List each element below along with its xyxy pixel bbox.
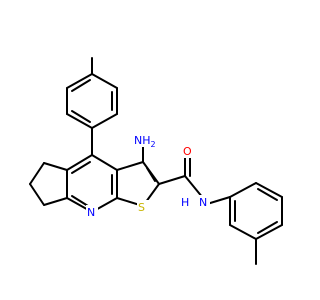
- bond: [116, 161, 144, 171]
- bond: [29, 162, 45, 185]
- bond: [71, 110, 91, 123]
- bond: [184, 175, 204, 199]
- bond: [91, 73, 118, 89]
- bond: [71, 195, 89, 207]
- bond: [257, 188, 278, 201]
- bond: [158, 175, 186, 185]
- bond: [91, 113, 118, 129]
- molecule-structure: NH2 O N H N S: [29, 57, 283, 265]
- bond: [229, 224, 257, 240]
- pyridine-nitrogen-label: N: [87, 206, 95, 219]
- bond: [229, 182, 257, 198]
- bond: [206, 196, 231, 205]
- bond: [71, 79, 91, 92]
- bond: [66, 73, 93, 89]
- bond: [91, 154, 118, 171]
- bond: [71, 161, 91, 174]
- atom-labels: NH2 O N H N S: [86, 132, 210, 219]
- amide-hydrogen-label: H: [181, 196, 189, 209]
- bond: [43, 162, 68, 171]
- bond: [43, 197, 68, 206]
- bond: [66, 113, 93, 129]
- bond: [257, 221, 278, 234]
- bond: [146, 167, 156, 182]
- amino-group-label: NH2: [134, 134, 156, 149]
- bond: [255, 182, 283, 198]
- bond: [29, 183, 45, 206]
- bond: [66, 154, 93, 171]
- amide-nitrogen-label: N: [199, 196, 207, 209]
- thiophene-sulfur-label: S: [138, 201, 145, 214]
- bond-lines: [29, 57, 283, 265]
- structure-canvas: NH2 O N H N S: [29, 57, 283, 265]
- bond: [255, 224, 283, 240]
- carbonyl-oxygen-label: O: [183, 145, 192, 158]
